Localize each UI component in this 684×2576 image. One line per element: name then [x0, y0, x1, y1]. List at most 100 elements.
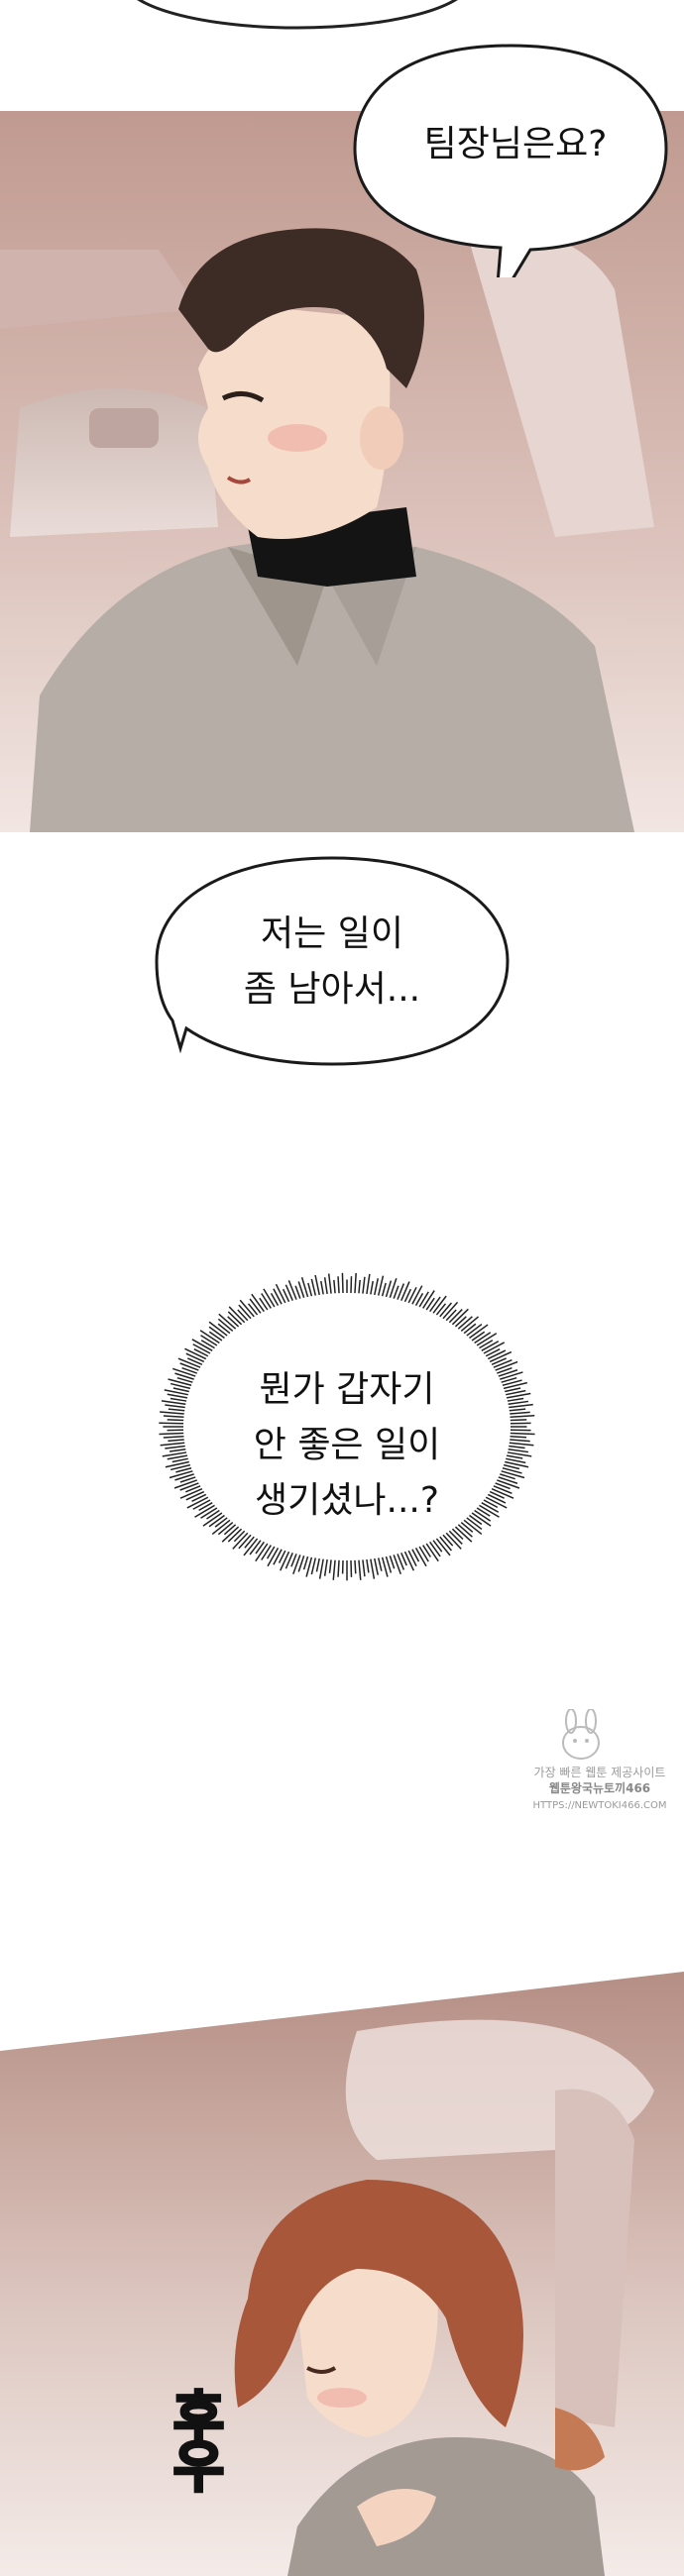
thought-ray: [479, 1504, 500, 1518]
thought-ray: [285, 1284, 293, 1301]
thought-ray: [244, 1536, 255, 1549]
thought-ray: [273, 1288, 283, 1305]
thought-ray: [491, 1357, 508, 1365]
thought-ray: [400, 1281, 410, 1301]
thought-ray: [498, 1476, 518, 1484]
thought-ray: [333, 1279, 336, 1294]
thought-ray: [170, 1382, 191, 1390]
thought-ray: [487, 1349, 507, 1360]
thought-ray: [432, 1295, 447, 1314]
thought-ray: [460, 1316, 480, 1332]
thought-ray: [292, 1555, 301, 1575]
thought-ray: [287, 1280, 297, 1300]
thought-ray: [358, 1559, 362, 1580]
thought-ray: [366, 1273, 371, 1295]
thought-ray: [381, 1556, 389, 1577]
thought-ray: [255, 1541, 265, 1555]
thought-ray: [497, 1479, 520, 1489]
speech-bubble-work-left: [155, 856, 510, 1066]
thought-ray: [498, 1369, 518, 1377]
panel-car-woman: 후우: [0, 1972, 684, 2576]
thought-ray: [445, 1532, 462, 1550]
watermark-line3: HTTPS://NEWTOKI466.COM: [532, 1800, 667, 1811]
thought-ray: [466, 1517, 483, 1531]
thought-ray: [493, 1485, 513, 1495]
thought-ray: [337, 1276, 340, 1294]
thought-ray: [469, 1514, 483, 1526]
thought-ray: [214, 1517, 228, 1528]
thought-ray: [487, 1493, 507, 1504]
thought-ray: [495, 1482, 511, 1490]
thought-ray: [429, 1541, 441, 1557]
thought-ray: [508, 1400, 529, 1406]
thought-ray: [491, 1488, 514, 1499]
thought-ray: [300, 1277, 309, 1298]
thought-ray: [167, 1419, 184, 1422]
thought-ray: [192, 1343, 211, 1354]
thought-ray: [266, 1546, 276, 1559]
thought-ray: [185, 1490, 205, 1501]
thought-ray: [200, 1340, 215, 1349]
car-seat-icon: [10, 388, 218, 537]
speech-work-left-text: 저는 일이 좀 남아서...: [243, 913, 421, 1010]
thought-ray: [185, 1352, 205, 1363]
thought-ray: [249, 1298, 262, 1314]
thought-ray: [501, 1376, 517, 1383]
thought-ray: [232, 1532, 249, 1550]
thought-ray: [471, 1512, 492, 1527]
thought-ray: [171, 1457, 188, 1463]
thought-ray: [206, 1509, 220, 1520]
thought-ray: [389, 1277, 398, 1298]
thought-ray: [448, 1530, 463, 1545]
thought-ray: [354, 1272, 357, 1294]
thought-ray: [179, 1488, 203, 1499]
thought-ray: [411, 1549, 420, 1562]
thought-ray: [302, 1556, 309, 1570]
thought-ray: [267, 1548, 280, 1567]
thought-ray: [397, 1283, 405, 1300]
thought-ray: [332, 1559, 336, 1580]
thought-ray: [502, 1379, 522, 1387]
thought-ray: [221, 1526, 240, 1543]
thought-ray: [474, 1509, 492, 1522]
thought-ray: [315, 1557, 320, 1572]
thought-ray: [479, 1340, 494, 1349]
thought-ray: [483, 1342, 506, 1354]
thought-ray: [168, 1378, 192, 1387]
thought-ray: [227, 1316, 240, 1328]
thought-ray: [200, 1335, 218, 1346]
thought-ray: [259, 1297, 269, 1311]
thought-ray: [310, 1278, 317, 1296]
thought-ray: [263, 1288, 276, 1308]
thought-ray: [200, 1507, 218, 1519]
thought-ray: [476, 1507, 491, 1517]
thought-ray: [506, 1457, 526, 1464]
thought-ray: [393, 1555, 401, 1575]
thought-ray: [192, 1499, 211, 1510]
speech-bubble-team-leader: [353, 44, 668, 277]
thought-ray: [500, 1371, 523, 1380]
thought-ray: [228, 1306, 246, 1324]
thought-ray: [439, 1302, 453, 1318]
thought-ray: [191, 1493, 207, 1502]
thought-ray: [510, 1411, 530, 1415]
thought-ray: [403, 1551, 414, 1571]
thought-ray: [297, 1556, 305, 1572]
thought-ray: [454, 1316, 467, 1328]
thought-ray: [208, 1321, 228, 1337]
thought-ray: [162, 1451, 187, 1457]
thought-ray: [463, 1323, 477, 1335]
thought-ray: [202, 1512, 223, 1527]
thought-ray: [199, 1330, 220, 1344]
thought-ray: [273, 1549, 283, 1565]
thought-ray: [168, 1439, 184, 1443]
thought-ray: [179, 1476, 196, 1483]
panel-car-man: [0, 111, 684, 832]
watermark-line1: 가장 빠른 웹툰 제공사이트: [533, 1766, 666, 1779]
thought-ray: [238, 1534, 252, 1550]
thought-ray: [385, 1556, 393, 1573]
thought-ray: [161, 1400, 186, 1406]
thought-ray: [169, 1470, 193, 1479]
thought-ray: [509, 1408, 526, 1412]
thought-ray: [275, 1283, 286, 1304]
